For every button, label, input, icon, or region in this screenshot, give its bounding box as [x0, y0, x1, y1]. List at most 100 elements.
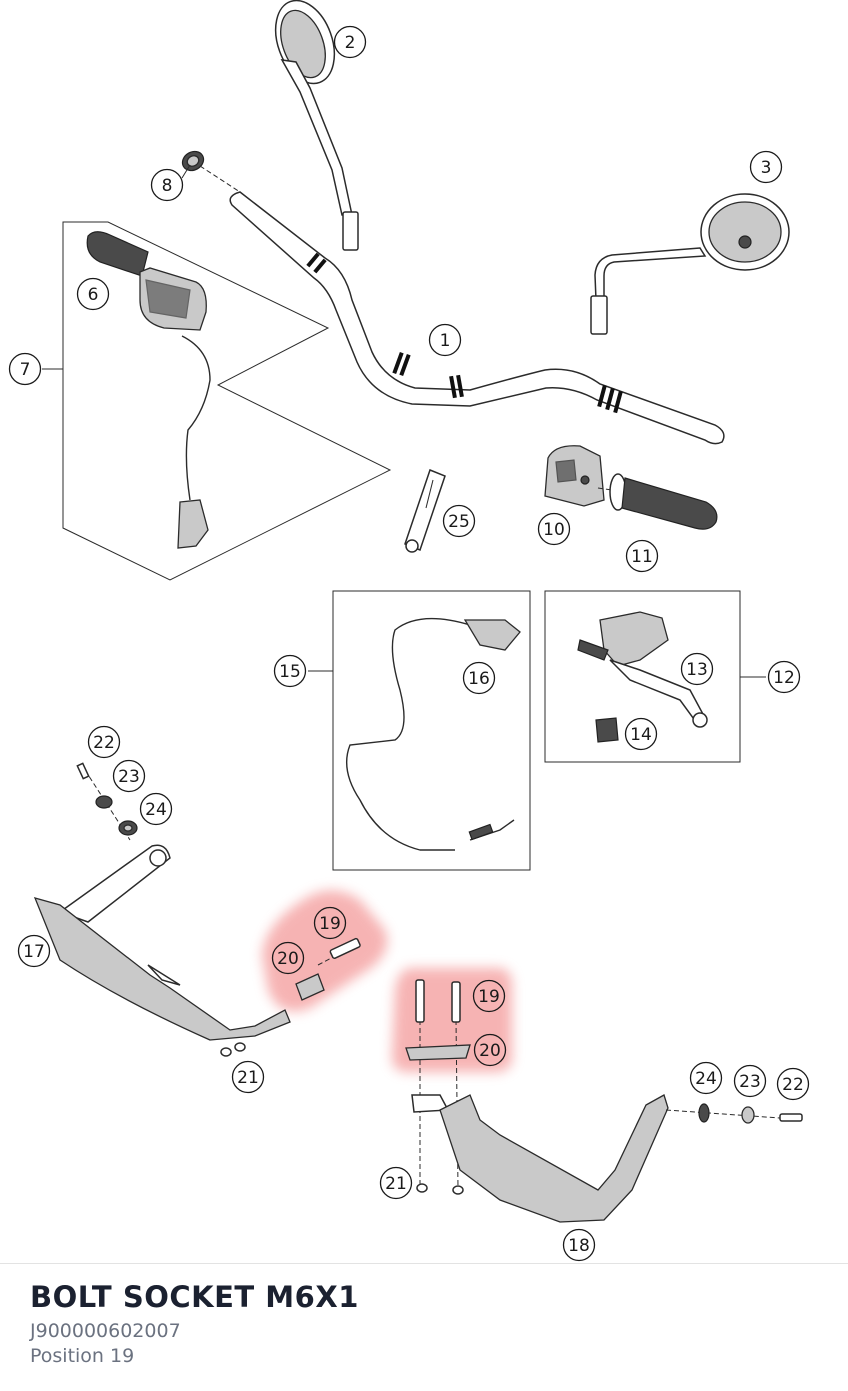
callout-18[interactable]: 18 — [562, 1228, 596, 1262]
callout-circle — [76, 277, 110, 311]
callout-19[interactable]: 19 — [313, 906, 347, 940]
callout-label: 12 — [773, 668, 795, 688]
part-info-panel: BOLT SOCKET M6X1 J900000602007 Position … — [0, 1263, 848, 1391]
bar-end — [181, 150, 241, 193]
callout-label: 20 — [479, 1041, 501, 1061]
callout-12[interactable]: 12 — [767, 660, 801, 694]
callout-label: 8 — [162, 176, 173, 196]
callout-circle — [625, 539, 659, 573]
callout-25[interactable]: 25 — [442, 504, 476, 538]
callout-circle — [462, 661, 496, 695]
callout-label: 15 — [279, 662, 301, 682]
callout-label: 3 — [761, 158, 772, 178]
callout-circle — [8, 352, 42, 386]
callout-circle — [231, 1060, 265, 1094]
callout-label: 24 — [145, 800, 167, 820]
callout-circle — [17, 934, 51, 968]
callout-circle — [442, 504, 476, 538]
callout-24[interactable]: 24 — [139, 792, 173, 826]
callout-circle — [313, 906, 347, 940]
callout-circle — [428, 323, 462, 357]
callout-label: 2 — [345, 33, 356, 53]
callout-circle — [776, 1067, 810, 1101]
mirror-right — [590, 193, 790, 335]
highlight-regions — [262, 890, 512, 1072]
callout-22[interactable]: 22 — [776, 1067, 810, 1101]
mirror-left — [274, 0, 359, 251]
callout-label: 24 — [695, 1069, 717, 1089]
callout-circle — [473, 1033, 507, 1067]
callout-circle — [733, 1064, 767, 1098]
callout-label: 19 — [478, 987, 500, 1007]
callout-label: 1 — [440, 331, 451, 351]
callout-22[interactable]: 22 — [87, 725, 121, 759]
clutch-lever-group — [544, 590, 766, 763]
callout-13[interactable]: 13 — [680, 652, 714, 686]
callout-1[interactable]: 1 — [428, 323, 462, 357]
highlight-region-left — [262, 890, 388, 1012]
callout-circle — [112, 759, 146, 793]
callout-label: 21 — [385, 1174, 407, 1194]
callout-label: 16 — [468, 669, 490, 689]
callout-label: 13 — [686, 660, 708, 680]
callout-circle — [271, 941, 305, 975]
callout-3[interactable]: 3 — [749, 150, 783, 184]
callout-14[interactable]: 14 — [624, 717, 658, 751]
callout-leaders — [181, 164, 191, 179]
callout-circle — [767, 660, 801, 694]
callout-label: 17 — [23, 942, 45, 962]
callout-label: 22 — [782, 1075, 804, 1095]
callout-24[interactable]: 24 — [689, 1061, 723, 1095]
callout-7[interactable]: 7 — [8, 352, 42, 386]
callout-label: 6 — [88, 285, 99, 305]
callout-circle — [749, 150, 783, 184]
callout-label: 21 — [237, 1068, 259, 1088]
handguard-right — [405, 979, 803, 1223]
callout-circle — [562, 1228, 596, 1262]
callout-label: 20 — [277, 949, 299, 969]
callout-23[interactable]: 23 — [733, 1064, 767, 1098]
callout-circle — [150, 168, 184, 202]
callout-21[interactable]: 21 — [231, 1060, 265, 1094]
callout-circle — [624, 717, 658, 751]
callout-6[interactable]: 6 — [76, 277, 110, 311]
callout-20[interactable]: 20 — [271, 941, 305, 975]
tool-key — [404, 469, 446, 553]
callout-circle — [379, 1166, 413, 1200]
callout-label: 23 — [739, 1072, 761, 1092]
part-name: BOLT SOCKET M6X1 — [30, 1280, 359, 1314]
handguard-left — [33, 762, 361, 1057]
callout-8[interactable]: 8 — [150, 168, 184, 202]
part-number: J900000602007 — [30, 1320, 181, 1342]
callout-circle — [537, 512, 571, 546]
callout-circle — [333, 25, 367, 59]
callout-17[interactable]: 17 — [17, 934, 51, 968]
callout-21[interactable]: 21 — [379, 1166, 413, 1200]
callout-label: 18 — [568, 1236, 590, 1256]
callout-circle — [273, 654, 307, 688]
clutch-cable-group — [308, 590, 531, 871]
callout-15[interactable]: 15 — [273, 654, 307, 688]
callout-2[interactable]: 2 — [333, 25, 367, 59]
callout-circle — [689, 1061, 723, 1095]
callout-label: 14 — [630, 725, 652, 745]
callout-circle — [472, 979, 506, 1013]
callout-11[interactable]: 11 — [625, 539, 659, 573]
callout-20[interactable]: 20 — [473, 1033, 507, 1067]
callout-label: 22 — [93, 733, 115, 753]
callout-label: 25 — [448, 512, 470, 532]
handlebar — [229, 191, 725, 445]
callout-16[interactable]: 16 — [462, 661, 496, 695]
callout-label: 11 — [631, 547, 653, 567]
part-position: Position 19 — [30, 1345, 135, 1367]
callout-19[interactable]: 19 — [472, 979, 506, 1013]
callout-23[interactable]: 23 — [112, 759, 146, 793]
callout-label: 23 — [118, 767, 140, 787]
callout-label: 19 — [319, 914, 341, 934]
throttle-grip-group — [42, 221, 392, 581]
callout-circle — [87, 725, 121, 759]
callout-circle — [680, 652, 714, 686]
callout-10[interactable]: 10 — [537, 512, 571, 546]
